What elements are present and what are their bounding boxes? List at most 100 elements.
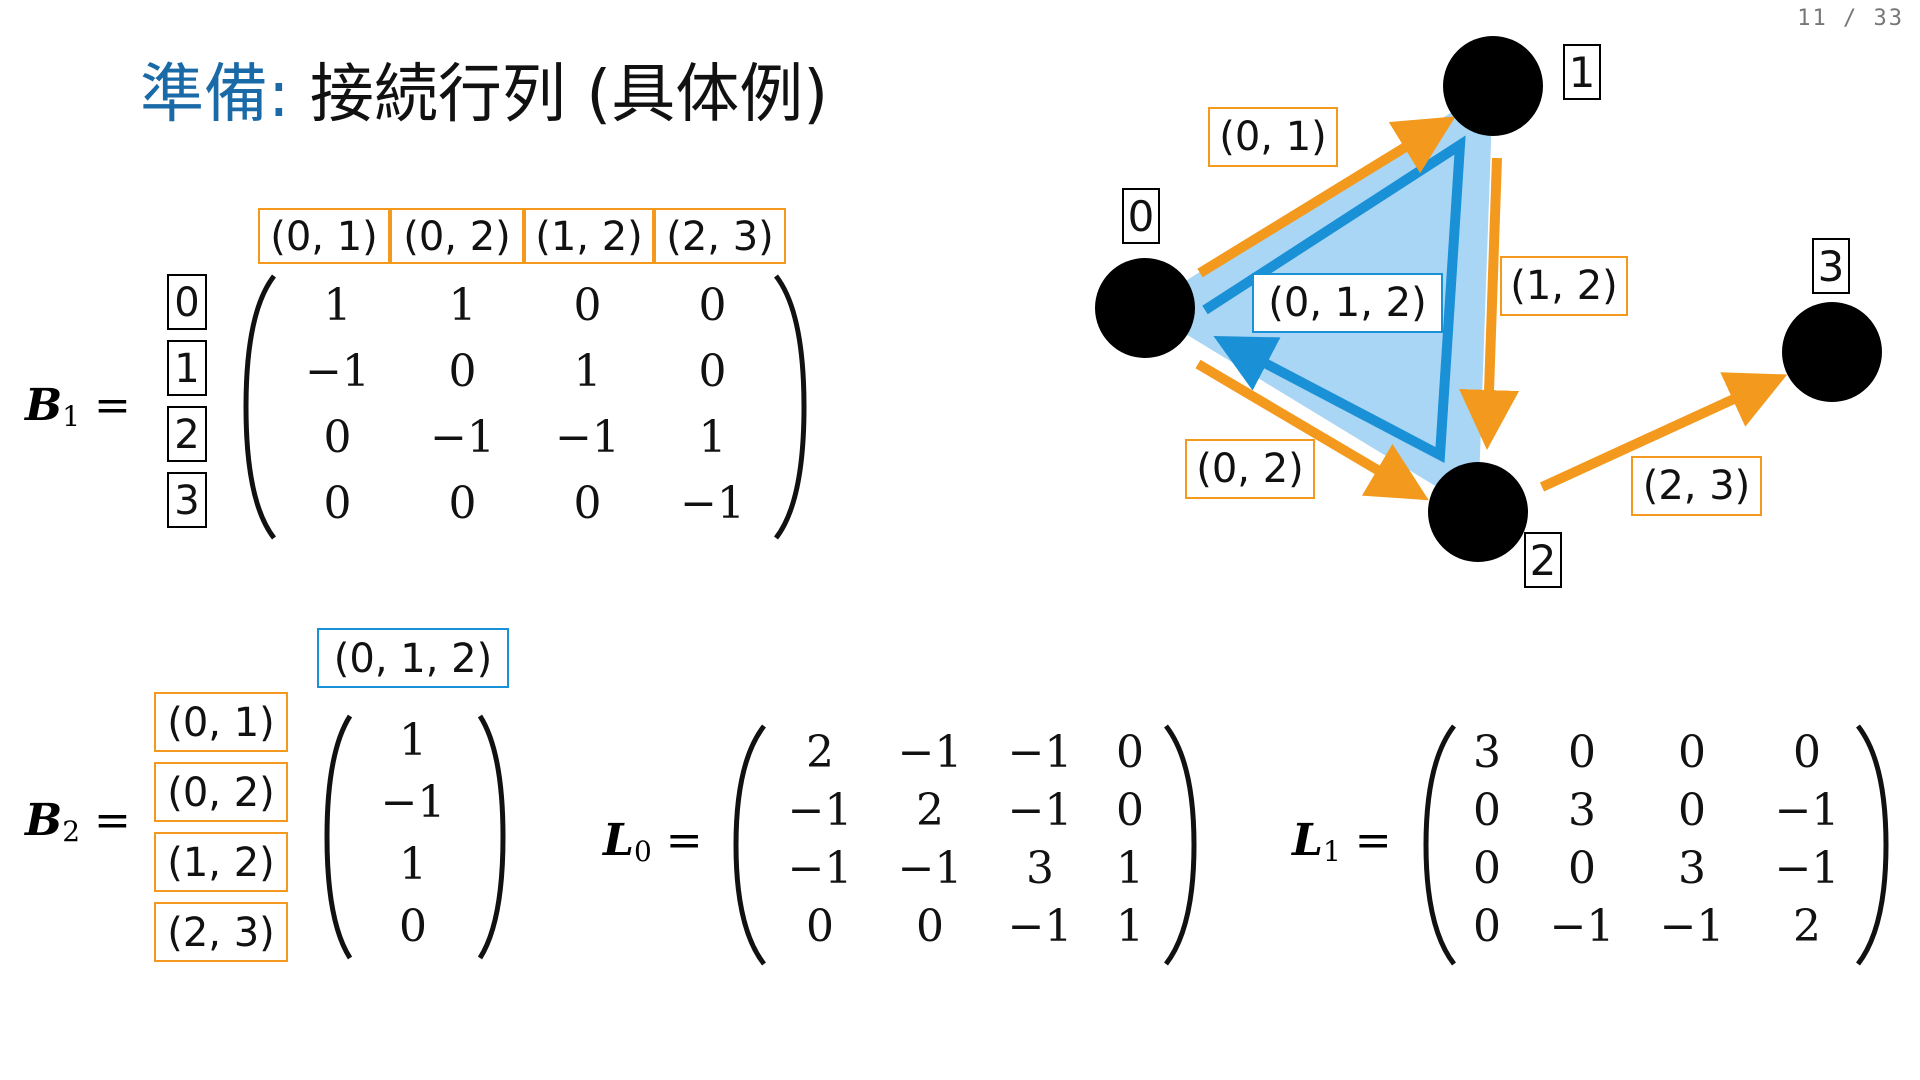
b1-right-paren bbox=[774, 274, 807, 540]
l0-cell-1-3: 0 bbox=[1116, 785, 1144, 836]
b1-row-label-2: 2 bbox=[167, 406, 207, 462]
b1-cell-2-0: 0 bbox=[323, 412, 352, 463]
node-1 bbox=[1443, 36, 1543, 136]
b2-symbol: B2 bbox=[25, 795, 81, 848]
l0-cell-2-0: −1 bbox=[787, 843, 853, 894]
l1-cell-3-1: −1 bbox=[1549, 901, 1615, 952]
l0-cell-0-0: 2 bbox=[806, 727, 834, 778]
edge-0-1-arrow bbox=[1197, 116, 1456, 278]
b1-symbol: B1 bbox=[25, 380, 81, 433]
edge-label-0-1: (0, 1) bbox=[1208, 107, 1338, 167]
l0-cell-0-2: −1 bbox=[1007, 727, 1073, 778]
triangle-label: (0, 1, 2) bbox=[1252, 273, 1443, 333]
b1-col-label-3: (2, 3) bbox=[654, 208, 786, 264]
l0-lhs: L0 = bbox=[603, 815, 703, 868]
b2-col-label: (0, 1, 2) bbox=[317, 628, 509, 688]
b1-cell-3-1: 0 bbox=[448, 478, 477, 529]
l1-cell-3-2: −1 bbox=[1659, 901, 1725, 952]
l1-cell-2-2: 3 bbox=[1678, 843, 1706, 894]
l1-cell-0-3: 0 bbox=[1793, 727, 1821, 778]
l0-right-paren bbox=[1164, 724, 1197, 966]
l0-matrix: 2 −1 −1 0 −1 2 −1 0 −1 −1 3 1 0 0 −1 1 bbox=[765, 725, 1165, 957]
b2-right-paren bbox=[477, 714, 506, 960]
l1-cell-0-1: 0 bbox=[1568, 727, 1596, 778]
node-label-1: 1 bbox=[1563, 44, 1601, 100]
b1-cell-3-0: 0 bbox=[323, 478, 352, 529]
b2-left-paren bbox=[324, 714, 353, 960]
b1-left-paren bbox=[243, 274, 276, 540]
b2-cell-1-0: −1 bbox=[380, 777, 446, 828]
node-2 bbox=[1428, 462, 1528, 562]
l1-cell-3-3: 2 bbox=[1793, 901, 1821, 952]
b1-cell-2-3: 1 bbox=[698, 412, 727, 463]
l1-cell-1-1: 3 bbox=[1568, 785, 1596, 836]
l1-right-paren bbox=[1856, 724, 1889, 966]
edge-2-3-arrow bbox=[1539, 372, 1788, 492]
title-prefix: 準備: bbox=[140, 58, 290, 132]
b1-cell-0-0: 1 bbox=[323, 280, 352, 331]
l0-cell-0-3: 0 bbox=[1116, 727, 1144, 778]
b1-lhs: B1= bbox=[25, 380, 131, 433]
l0-cell-1-1: 2 bbox=[916, 785, 944, 836]
l1-cell-2-0: 0 bbox=[1473, 843, 1501, 894]
edge-0-2-arrow bbox=[1195, 359, 1429, 501]
l0-cell-3-3: 1 bbox=[1116, 901, 1144, 952]
b1-col-label-0: (0, 1) bbox=[258, 208, 390, 264]
l0-cell-1-0: −1 bbox=[787, 785, 853, 836]
l1-cell-1-0: 0 bbox=[1473, 785, 1501, 836]
node-3 bbox=[1782, 302, 1882, 402]
l0-cell-3-2: −1 bbox=[1007, 901, 1073, 952]
l1-cell-2-1: 0 bbox=[1568, 843, 1596, 894]
node-label-0: 0 bbox=[1122, 188, 1160, 244]
edge-1-2-arrow bbox=[1459, 157, 1520, 450]
page-current: 11 bbox=[1797, 6, 1828, 31]
b2-row-label-2: (1, 2) bbox=[154, 832, 288, 892]
l1-cell-1-2: 0 bbox=[1678, 785, 1706, 836]
l0-cell-3-0: 0 bbox=[806, 901, 834, 952]
l0-cell-2-3: 1 bbox=[1116, 843, 1144, 894]
b1-cell-3-2: 0 bbox=[573, 478, 602, 529]
l1-cell-1-3: −1 bbox=[1774, 785, 1840, 836]
triangle-orientation-arrow bbox=[1202, 135, 1466, 464]
l0-symbol: L0 bbox=[603, 815, 652, 868]
l0-cell-0-1: −1 bbox=[897, 727, 963, 778]
node-label-2: 2 bbox=[1524, 532, 1562, 588]
l0-cell-2-1: −1 bbox=[897, 843, 963, 894]
l0-cell-2-2: 3 bbox=[1026, 843, 1054, 894]
b1-cell-2-2: −1 bbox=[555, 412, 620, 463]
b1-row-label-0: 0 bbox=[167, 274, 207, 330]
b1-row-label-1: 1 bbox=[167, 340, 207, 396]
page-total: 33 bbox=[1873, 6, 1904, 31]
b1-row-label-3: 3 bbox=[167, 472, 207, 528]
b1-col-label-1: (0, 2) bbox=[390, 208, 524, 264]
l1-symbol: L1 bbox=[1292, 815, 1341, 868]
b1-cell-2-1: −1 bbox=[430, 412, 495, 463]
b1-cell-3-3: −1 bbox=[680, 478, 745, 529]
node-0 bbox=[1095, 258, 1195, 358]
l1-cell-0-2: 0 bbox=[1678, 727, 1706, 778]
page-separator: / bbox=[1843, 6, 1859, 31]
l0-left-paren bbox=[733, 724, 766, 966]
l0-cell-3-1: 0 bbox=[916, 901, 944, 952]
b1-cell-0-3: 0 bbox=[698, 280, 727, 331]
b1-cell-1-1: 0 bbox=[448, 346, 477, 397]
edge-label-2-3: (2, 3) bbox=[1631, 456, 1762, 516]
l0-cell-1-2: −1 bbox=[1007, 785, 1073, 836]
b2-cell-0-0: 1 bbox=[399, 715, 427, 766]
b1-cell-0-1: 1 bbox=[448, 280, 477, 331]
b2-row-label-3: (2, 3) bbox=[154, 902, 288, 962]
b2-cell-2-0: 1 bbox=[399, 839, 427, 890]
title-main: 接続行列 (具体例) bbox=[309, 58, 829, 132]
b1-col-label-2: (1, 2) bbox=[524, 208, 654, 264]
b2-row-label-0: (0, 1) bbox=[154, 692, 288, 752]
slide-title: 準備: 接続行列 (具体例) bbox=[140, 55, 828, 135]
l1-equals: = bbox=[1354, 815, 1392, 866]
l0-equals: = bbox=[665, 815, 703, 866]
b1-cell-1-0: −1 bbox=[305, 346, 370, 397]
edge-label-0-2: (0, 2) bbox=[1185, 439, 1315, 499]
l1-cell-3-0: 0 bbox=[1473, 901, 1501, 952]
